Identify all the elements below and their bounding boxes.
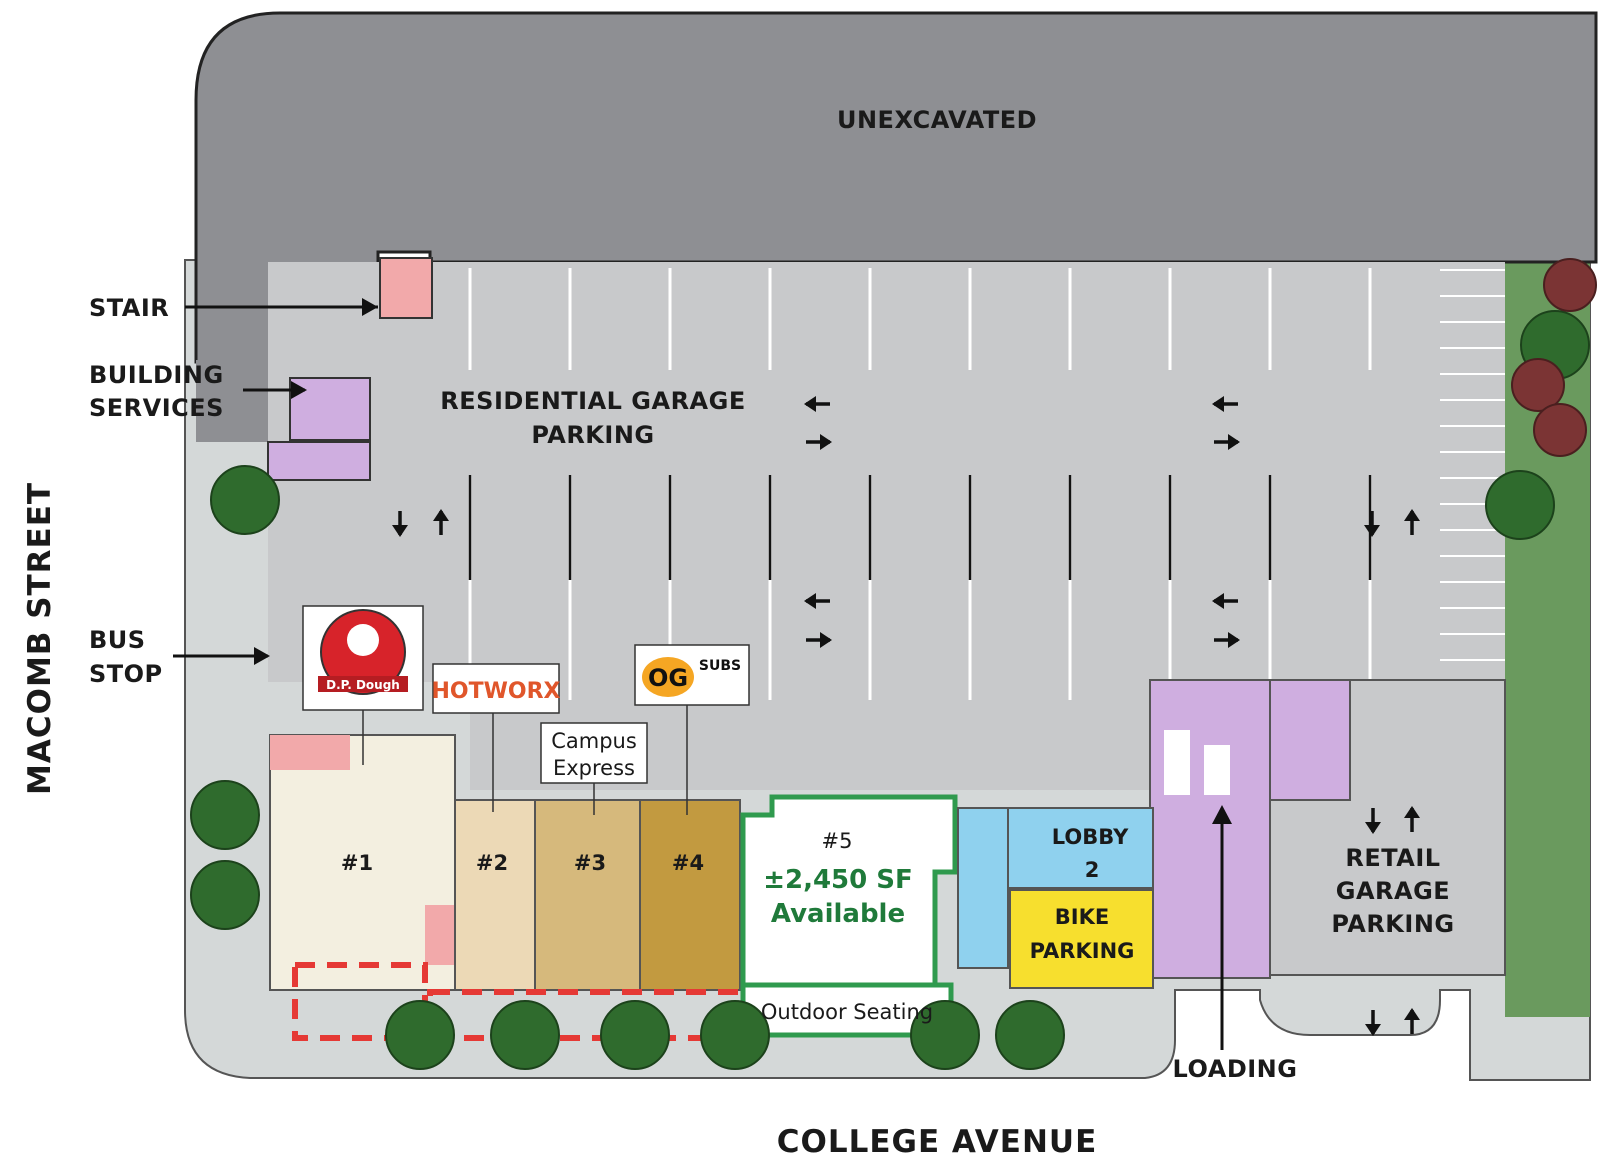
loading-label: LOADING — [1173, 1055, 1298, 1083]
stair — [379, 257, 433, 319]
stair-label: STAIR — [89, 294, 169, 322]
unit-5-status: Available — [771, 899, 905, 929]
bike-parking-room — [1009, 889, 1154, 989]
macomb-street-label: MACOMB STREET — [22, 482, 58, 795]
tree-icon — [1533, 403, 1587, 457]
arrow-up-icon — [1404, 806, 1420, 832]
unit-5-area: ±2,450 SF — [763, 865, 913, 895]
tree-icon — [995, 1000, 1065, 1070]
dp-dough-logo: D.P. Dough — [326, 678, 400, 692]
arrow-right-icon — [254, 647, 270, 665]
arrow-up-icon — [1212, 805, 1232, 824]
og-subs-logo-icon — [642, 657, 694, 697]
residential-parking-label-1: RESIDENTIAL GARAGE — [440, 387, 745, 415]
lobby-side — [957, 807, 1009, 969]
arrow-up-icon — [433, 509, 449, 535]
tree-icon — [1543, 258, 1597, 312]
arrow-down-icon — [1364, 511, 1380, 537]
campus-express-line1: Campus — [551, 729, 637, 753]
arrow-down-icon — [1365, 1010, 1381, 1036]
tree-icon — [385, 1000, 455, 1070]
unit-1-label: #1 — [341, 851, 373, 875]
og-subs-logo-subs: SUBS — [699, 658, 741, 674]
campus-express-box — [540, 722, 648, 784]
bike-parking-label-1: BIKE — [1055, 905, 1109, 929]
loading-door — [1164, 730, 1190, 795]
retail-parking-label-1: RETAIL — [1345, 844, 1440, 872]
unit-2-label: #2 — [476, 851, 508, 875]
building-services-room — [267, 441, 371, 481]
unit-2 — [454, 799, 536, 991]
college-avenue-label: COLLEGE AVENUE — [777, 1124, 1098, 1160]
dp-dough-face-icon — [347, 624, 379, 656]
unit-4-label: #4 — [672, 851, 704, 875]
arrow-up-icon — [1404, 1008, 1420, 1034]
trees — [190, 258, 1597, 1070]
loading-door — [1204, 745, 1230, 795]
residential-garage — [268, 262, 1505, 682]
arrow-left-icon — [1212, 593, 1238, 609]
unexcavated-area — [194, 11, 1598, 364]
arrow-right-icon — [362, 298, 378, 316]
hotworx-logo: HOTWORX — [432, 679, 561, 704]
unit-5-label: #5 — [822, 829, 853, 853]
tree-icon — [1485, 470, 1555, 540]
unit-1-stair — [425, 905, 455, 965]
tree-icon — [190, 780, 260, 850]
tree-icon — [600, 1000, 670, 1070]
lobby-number: 2 — [1085, 858, 1100, 882]
arrow-right-icon — [1214, 434, 1240, 450]
services-upper — [1269, 679, 1351, 801]
tree-icon — [490, 1000, 560, 1070]
arrow-left-icon — [804, 396, 830, 412]
unit-3-label: #3 — [574, 851, 606, 875]
residential-parking-label-2: PARKING — [531, 421, 654, 449]
tree-icon — [700, 1000, 770, 1070]
arrow-down-icon — [1365, 808, 1381, 834]
bus-stop-label-1: BUS — [89, 626, 146, 654]
tree-icon — [210, 465, 280, 535]
hotworx-logo-box — [432, 663, 560, 714]
building-services-label-2: SERVICES — [89, 394, 224, 422]
unit-5 — [740, 794, 958, 988]
retail-parking-label-3: PARKING — [1331, 910, 1454, 938]
lobby-label: LOBBY — [1052, 825, 1129, 849]
arrow-right-icon — [1214, 632, 1240, 648]
arrow-up-icon — [1404, 509, 1420, 535]
bus-stop-label-2: STOP — [89, 660, 163, 688]
outdoor-seating-label: Outdoor Seating — [761, 1000, 933, 1024]
campus-express-line2: Express — [553, 756, 635, 780]
arrow-right-icon — [806, 434, 832, 450]
unit-1-stair — [270, 735, 350, 770]
parking-stalls — [468, 268, 1505, 700]
unit-4 — [639, 799, 741, 991]
arrow-right-icon — [291, 381, 307, 399]
tree-icon — [190, 860, 260, 930]
arrow-right-icon — [806, 632, 832, 648]
retail-parking-label-2: GARAGE — [1336, 877, 1450, 905]
bike-parking-label-2: PARKING — [1030, 939, 1135, 963]
tree-icon — [1511, 358, 1565, 412]
arrow-left-icon — [1212, 396, 1238, 412]
unexcavated-label: UNEXCAVATED — [837, 106, 1037, 134]
unit-3 — [534, 799, 641, 991]
dp-dough-banner — [318, 676, 408, 692]
loading-services — [1149, 679, 1271, 979]
tree-icon — [910, 1000, 980, 1070]
og-subs-logo-og: OG — [648, 664, 688, 692]
unit-1 — [269, 734, 456, 991]
building-services-label-1: BUILDING — [89, 361, 224, 389]
arrow-down-icon — [392, 511, 408, 537]
arrow-left-icon — [804, 593, 830, 609]
traffic-arrows — [392, 396, 1420, 1036]
